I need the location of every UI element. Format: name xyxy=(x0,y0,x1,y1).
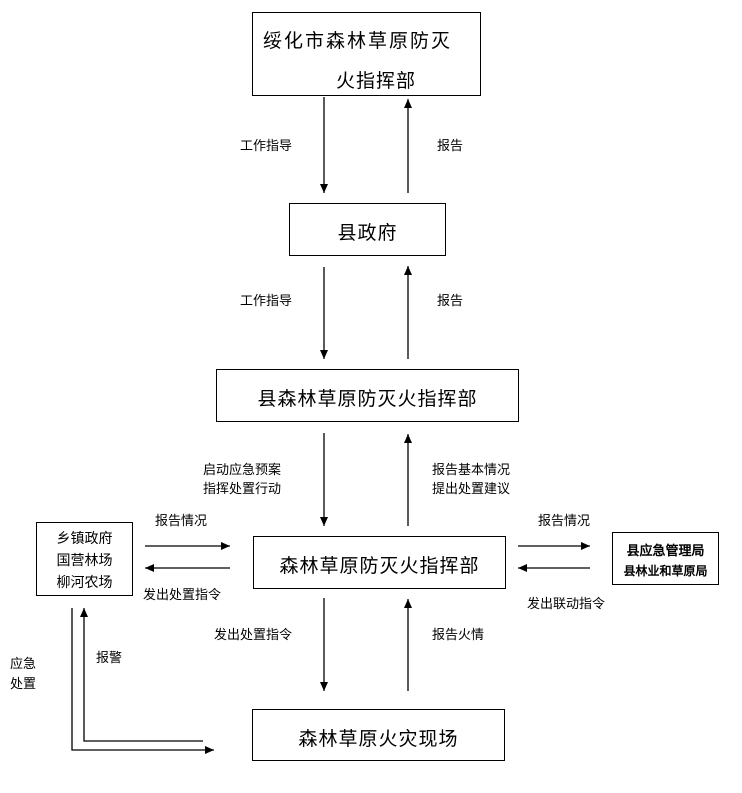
label-county-to-forest-line2: 指挥处置行动 xyxy=(203,482,282,497)
fire-scene-node: 森林草原火灾现场 xyxy=(252,709,505,761)
city-hq-line2: 火指挥部 xyxy=(336,70,417,92)
fire-scene-label: 森林草原火灾现场 xyxy=(298,728,459,750)
arrow-scene-to-township xyxy=(80,608,203,742)
label-forest-to-county-line1: 报告基本情况 xyxy=(432,463,511,478)
county-gov-label: 县政府 xyxy=(337,222,398,244)
label-forest-to-township: 发出处置指令 xyxy=(143,588,222,603)
label-township-to-forest: 报告情况 xyxy=(155,514,208,529)
label-agencies-to-forest: 发出联动指令 xyxy=(527,597,606,612)
forest-hq-label: 森林草原防灭火指挥部 xyxy=(279,555,480,577)
arrow-township-to-scene xyxy=(71,608,214,754)
label-county-to-gov: 报告 xyxy=(437,294,464,309)
township-line1: 乡镇政府 xyxy=(56,531,113,547)
township-node: 乡镇政府 国营林场 柳河农场 xyxy=(36,522,133,596)
label-gov-to-city: 报告 xyxy=(437,139,464,154)
label-township-to-scene-line1: 应急 xyxy=(10,657,37,672)
agencies-line1: 县应急管理局 xyxy=(626,544,705,559)
label-township-to-scene-line2: 处置 xyxy=(10,677,37,692)
city-hq-line1: 绥化市森林草原防灭 xyxy=(263,30,453,52)
forest-hq-node: 森林草原防灭火指挥部 xyxy=(253,536,506,589)
agencies-node: 县应急管理局 县林业和草原局 xyxy=(612,532,719,585)
label-gov-to-county: 工作指导 xyxy=(240,294,293,309)
label-city-to-gov: 工作指导 xyxy=(240,139,293,154)
agencies-line2: 县林业和草原局 xyxy=(623,564,708,578)
label-forest-to-scene: 发出处置指令 xyxy=(214,628,293,643)
township-line2: 国营林场 xyxy=(56,553,113,569)
label-county-to-forest-line1: 启动应急预案 xyxy=(203,463,282,478)
township-line3: 柳河农场 xyxy=(56,575,113,591)
county-hq-node: 县森林草原防灭火指挥部 xyxy=(216,369,519,422)
county-hq-label: 县森林草原防灭火指挥部 xyxy=(257,388,478,410)
label-scene-to-township: 报警 xyxy=(96,651,123,666)
label-forest-to-county-line2: 提出处置建议 xyxy=(432,482,511,497)
county-gov-node: 县政府 xyxy=(289,203,446,256)
label-forest-to-agencies: 报告情况 xyxy=(538,514,591,529)
city-hq-node: 绥化市森林草原防灭 火指挥部 xyxy=(252,12,481,96)
label-scene-to-forest: 报告火情 xyxy=(432,628,485,643)
